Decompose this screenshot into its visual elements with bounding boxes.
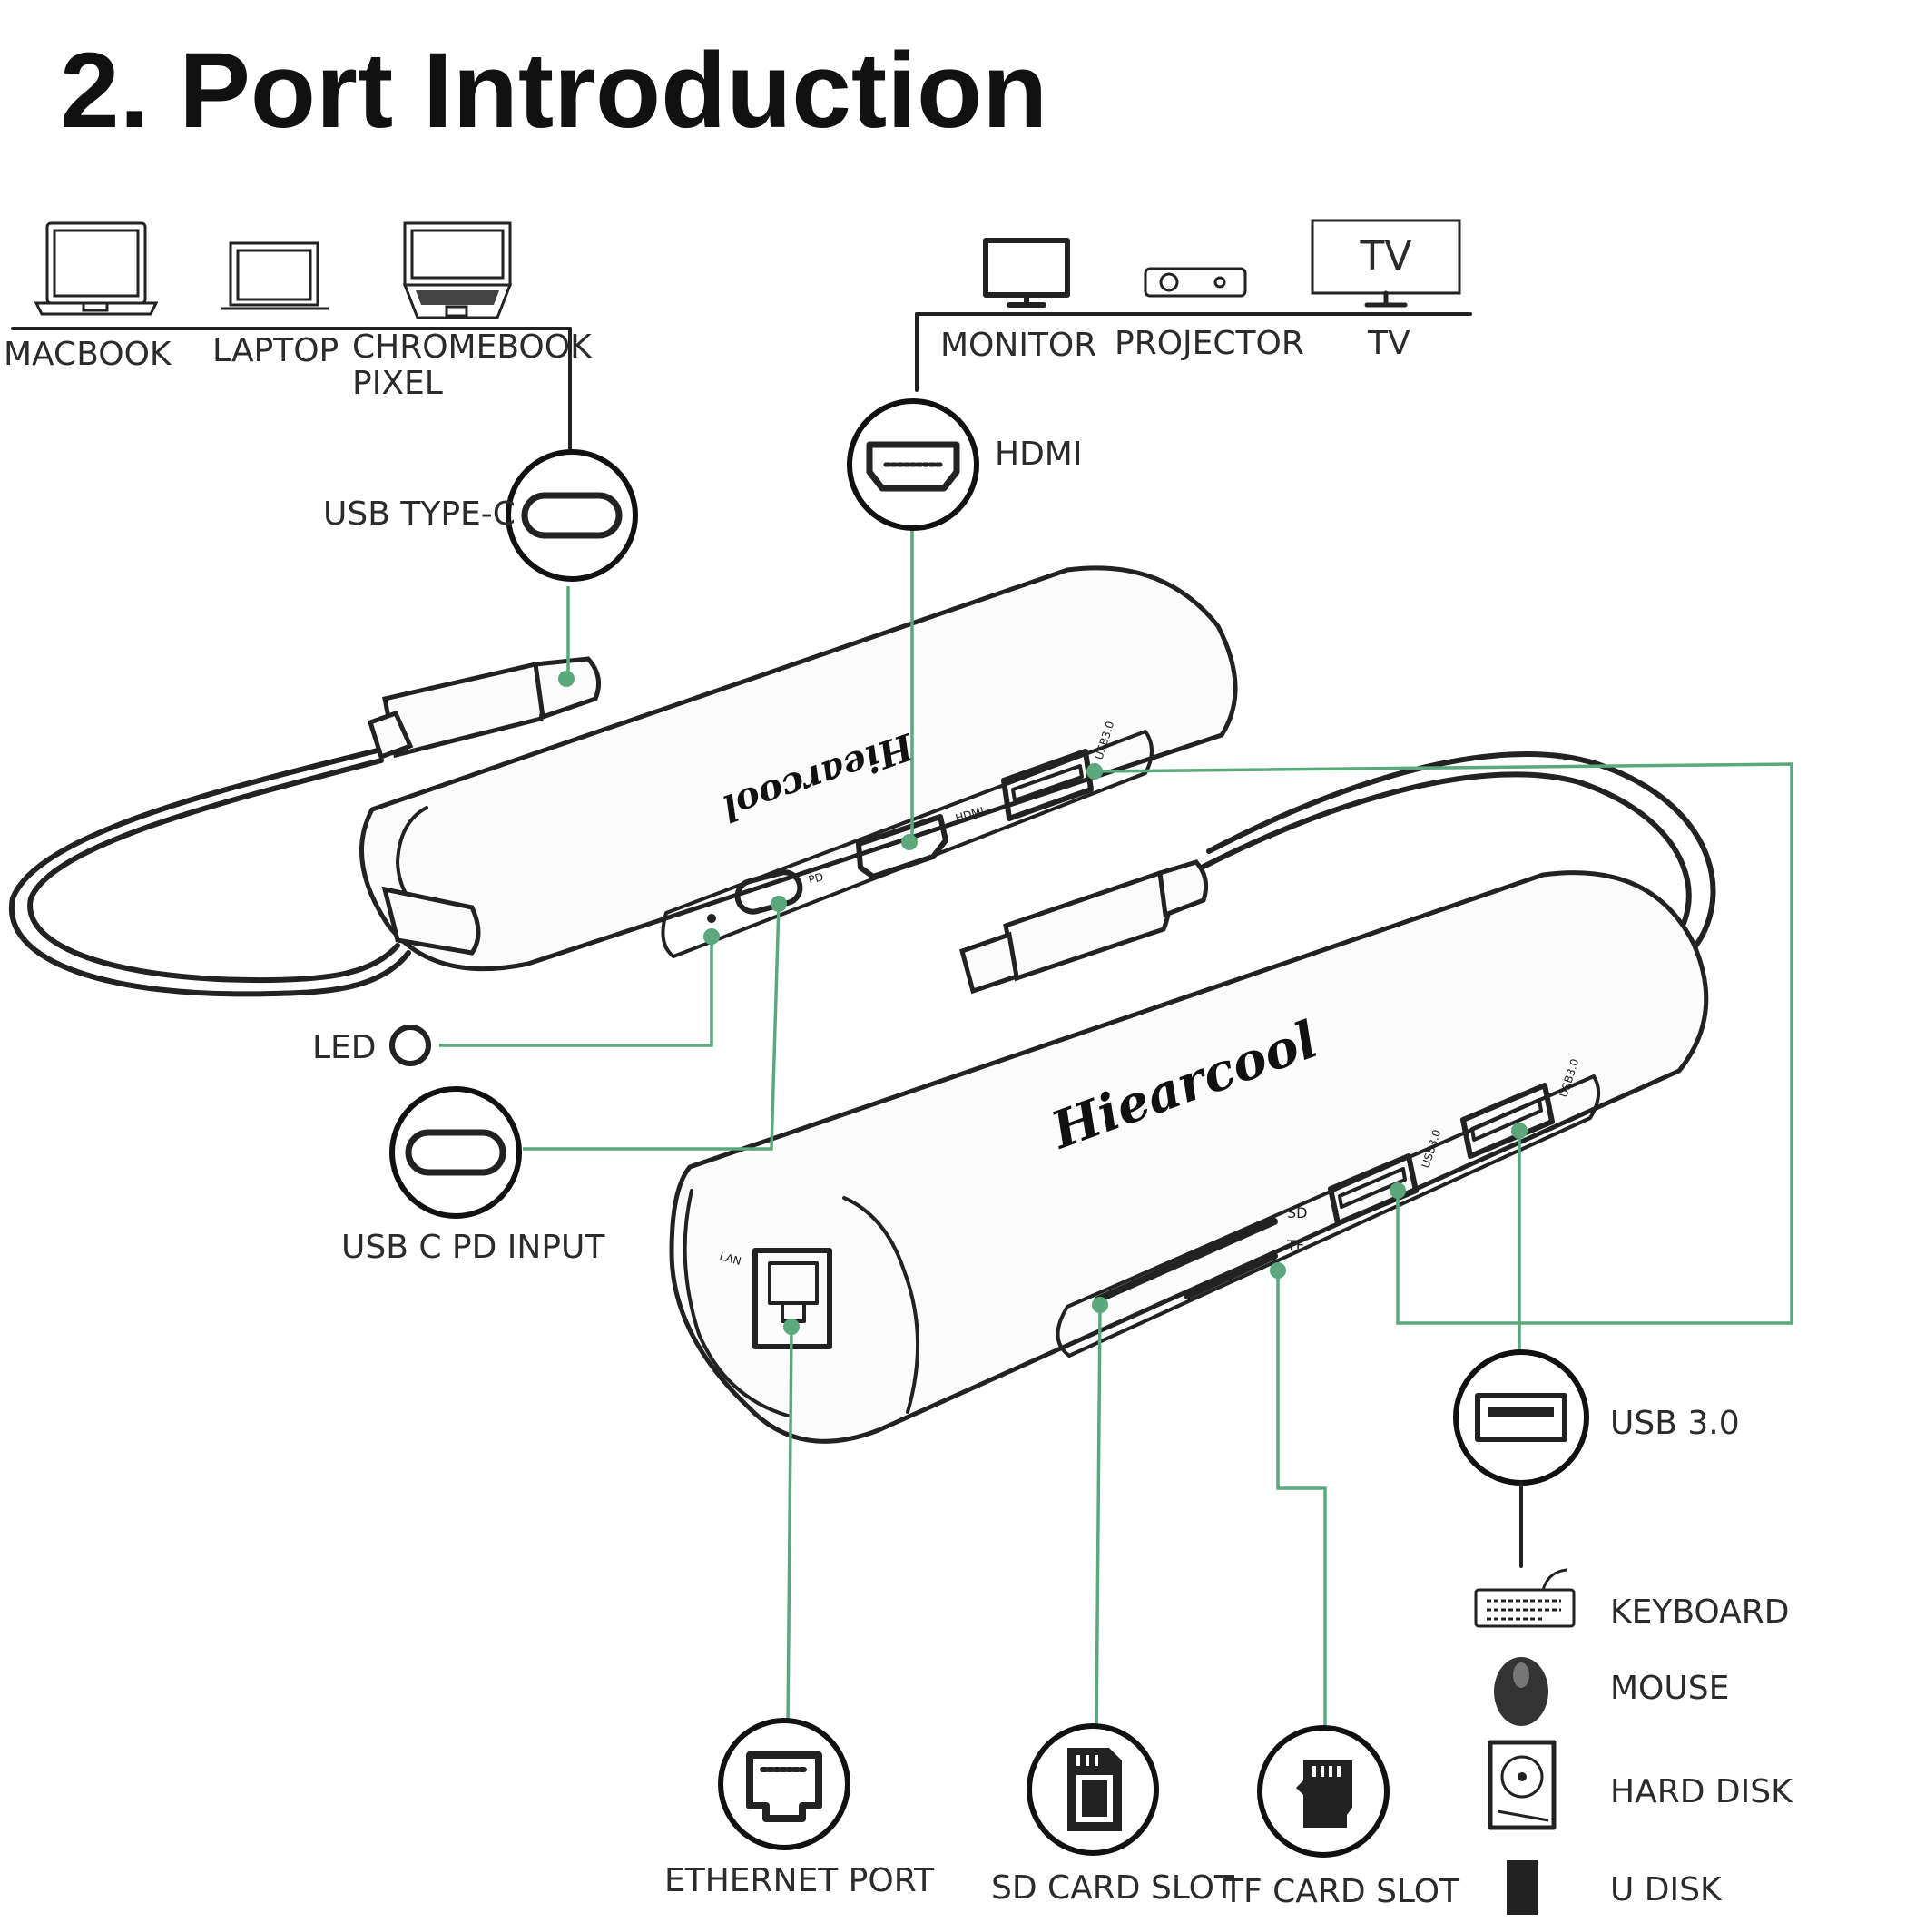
tv-screen-text: TV	[1360, 233, 1412, 280]
callout-hdmi: HDMI	[847, 398, 1082, 531]
usb-devices: KEYBOARD MOUSE HARD DISK U DISK	[1474, 1481, 1793, 1915]
hard-disk-icon	[1488, 1740, 1557, 1830]
tv-icon: TV	[1311, 219, 1461, 308]
u-disk-label: U DISK	[1610, 1871, 1723, 1908]
monitor-label: MONITOR	[940, 327, 1096, 364]
back-led-port	[707, 914, 716, 923]
front-hub-body	[669, 870, 1709, 1444]
keyboard-label: KEYBOARD	[1610, 1594, 1789, 1631]
ethernet-port-label: ETHERNET PORT	[664, 1862, 935, 1899]
display-devices: TV MONITOR PROJECTOR TV	[915, 219, 1472, 392]
pixel-label: PIXEL	[352, 365, 443, 402]
back-hub-cable	[8, 747, 411, 997]
ethernet-icon	[746, 1751, 822, 1822]
projector-label: PROJECTOR	[1115, 325, 1304, 362]
back-hub-usbc-connector	[367, 656, 602, 956]
sd-card-icon	[1067, 1748, 1122, 1831]
callout-ethernet: ETHERNET PORT	[664, 1718, 935, 1899]
projector-icon	[1144, 267, 1247, 298]
mouse-label: MOUSE	[1610, 1670, 1729, 1707]
callout-usb-type-c: USB TYPE-C	[323, 449, 638, 582]
hdmi-label: HDMI	[995, 436, 1082, 473]
monitor-icon	[983, 238, 1070, 308]
hard-disk-label: HARD DISK	[1610, 1773, 1793, 1810]
page-title: 2. Port Introduction	[60, 31, 1047, 151]
host-devices: MACBOOK LAPTOP CHROMEBOOK PIXEL	[4, 221, 593, 450]
front-hub: Hiearcool LAN SD TF USB3.0 USB3.0	[669, 859, 1709, 1444]
usb-a-icon	[1475, 1393, 1567, 1442]
tf-card-slot-label: TF CARD SLOT	[1223, 1873, 1460, 1910]
led-icon	[389, 1025, 431, 1066]
svg-text:PD: PD	[807, 870, 825, 887]
mouse-icon	[1494, 1657, 1548, 1726]
keyboard-icon	[1474, 1568, 1576, 1628]
front-sd-slot: SD	[1095, 1204, 1307, 1303]
led-label: LED	[312, 1029, 377, 1066]
macbook-label: MACBOOK	[4, 336, 172, 373]
front-tf-slot: TF	[1184, 1237, 1304, 1299]
svg-text:LAN: LAN	[718, 1250, 742, 1268]
hdmi-icon	[866, 441, 960, 492]
back-hub-body	[359, 565, 1238, 972]
chromebook-pixel-icon	[402, 221, 513, 319]
usb-c-pd-input-label: USB C PD INPUT	[341, 1229, 605, 1266]
usb-c-icon	[405, 1129, 506, 1176]
usb-type-c-label: USB TYPE-C	[323, 495, 516, 533]
callout-usb-3: USB 3.0	[1453, 1349, 1740, 1486]
svg-text:SD: SD	[1287, 1204, 1307, 1221]
laptop-label: LAPTOP	[212, 332, 339, 369]
hub-cables	[8, 747, 1716, 997]
macbook-icon	[34, 221, 159, 316]
front-hub-usbc-connector	[958, 859, 1209, 995]
callout-led: LED	[312, 1025, 431, 1066]
chromebook-label: CHROMEBOOK	[352, 329, 593, 366]
u-disk-icon	[1507, 1860, 1538, 1915]
callout-sd-card: SD CARD SLOT	[991, 1723, 1235, 1907]
callout-usb-c-pd-input: USB C PD INPUT	[341, 1086, 605, 1266]
leader-lines	[439, 527, 1793, 1733]
usb-3-label: USB 3.0	[1610, 1405, 1740, 1442]
front-hub-cable	[1206, 751, 1716, 957]
tf-card-icon	[1296, 1760, 1352, 1828]
tv-label: TV	[1367, 325, 1410, 362]
callout-tf-card: TF CARD SLOT	[1223, 1725, 1460, 1910]
sd-card-slot-label: SD CARD SLOT	[991, 1869, 1235, 1907]
back-hub: Hiearcool PD HDMI USB3.0	[359, 565, 1238, 972]
svg-text:TF: TF	[1286, 1237, 1304, 1254]
laptop-icon	[221, 241, 329, 310]
